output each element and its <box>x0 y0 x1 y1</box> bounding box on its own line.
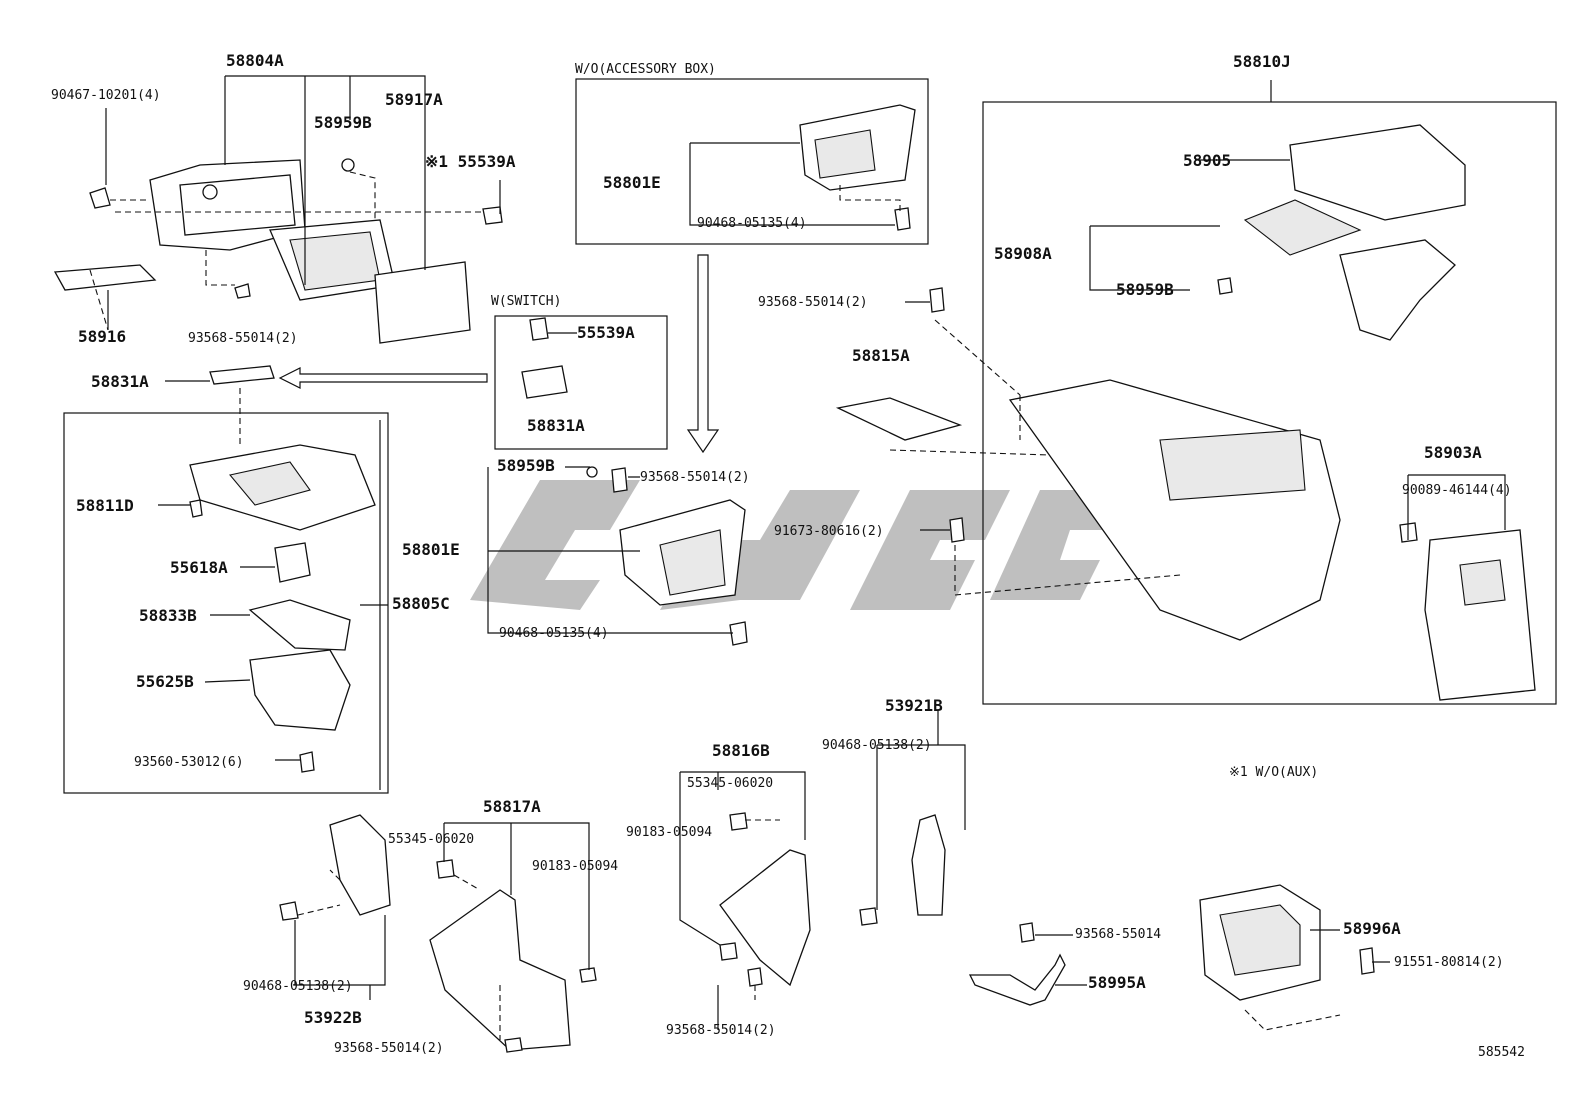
label-58833b: 58833B <box>139 606 197 625</box>
label-91551: 91551-80814(2) <box>1394 955 1504 970</box>
part-58804a <box>53 158 503 344</box>
label-90468-05135-top: 90468-05135(4) <box>697 216 807 231</box>
part-58805c-group <box>189 444 376 773</box>
label-58831a-left: 58831A <box>91 372 149 391</box>
box-58805c <box>63 412 389 794</box>
label-figure-id: 585542 <box>1478 1045 1525 1060</box>
label-93568-b2: 93568-55014(2) <box>666 1023 776 1038</box>
label-93568-right: 93568-55014(2) <box>758 295 868 310</box>
part-58831a-sw <box>521 365 568 399</box>
label-55618a: 55618A <box>170 558 228 577</box>
box-w-switch <box>494 315 668 450</box>
label-90183-r: 90183-05094 <box>626 825 712 840</box>
label-footnote: ※1 W/O(AUX) <box>1229 765 1318 780</box>
label-58903a: 58903A <box>1424 443 1482 462</box>
label-58816b: 58816B <box>712 741 770 760</box>
label-58959b-top: 58959B <box>314 113 372 132</box>
label-58801e-top: 58801E <box>603 173 661 192</box>
label-55539a-top: ※1 55539A <box>425 152 516 171</box>
label-58810j: 58810J <box>1233 52 1291 71</box>
label-58905: 58905 <box>1183 151 1231 170</box>
part-58801e-top <box>799 104 916 231</box>
part-58817a <box>429 859 597 1053</box>
label-90468-05138-r: 90468-05138(2) <box>822 738 932 753</box>
label-55345-r: 55345-06020 <box>687 776 773 791</box>
part-58801e-mid <box>586 466 748 646</box>
part-58816b <box>719 812 811 987</box>
label-53921b: 53921B <box>885 696 943 715</box>
label-90467: 90467-10201(4) <box>51 88 161 103</box>
part-53921b <box>859 814 946 926</box>
label-58959b-right: 58959B <box>1116 280 1174 299</box>
label-90468-05135-mid: 90468-05135(4) <box>499 626 609 641</box>
box-58810j <box>982 101 1557 705</box>
label-58817a: 58817A <box>483 797 541 816</box>
label-93568-mid: 93568-55014(2) <box>640 470 750 485</box>
part-58995a <box>968 922 1066 1006</box>
label-58995a: 58995A <box>1088 973 1146 992</box>
label-55625b: 55625B <box>136 672 194 691</box>
arrow-down <box>686 254 720 454</box>
label-93568-b1: 93568-55014(2) <box>334 1041 444 1056</box>
part-58996a <box>1199 884 1375 1001</box>
label-55345-l: 55345-06020 <box>388 832 474 847</box>
labels: 58804A 90467-10201(4) 58959B 58917A ※1 5… <box>51 51 1525 1060</box>
label-58805c: 58805C <box>392 594 450 613</box>
watermark-logo <box>470 480 1130 610</box>
label-58815a: 58815A <box>852 346 910 365</box>
part-55539a-sw <box>529 317 549 341</box>
label-53922b: 53922B <box>304 1008 362 1027</box>
label-93560: 93560-53012(6) <box>134 755 244 770</box>
arrow-left <box>278 367 488 389</box>
label-58831a-sw: 58831A <box>527 416 585 435</box>
label-58804a: 58804A <box>226 51 284 70</box>
label-93568-55014: 93568-55014 <box>1075 927 1161 942</box>
part-58810j-group <box>1008 124 1536 701</box>
part-58831a <box>209 365 275 385</box>
label-90089: 90089-46144(4) <box>1402 483 1512 498</box>
part-58815a <box>835 397 963 441</box>
label-w-switch: W(SWITCH) <box>491 294 561 309</box>
part-53922b <box>279 814 391 921</box>
label-58801e-mid: 58801E <box>402 540 460 559</box>
label-55539a-sw: 55539A <box>577 323 635 342</box>
label-93568-top: 93568-55014(2) <box>188 331 298 346</box>
label-58917a: 58917A <box>385 90 443 109</box>
label-58916: 58916 <box>78 327 126 346</box>
label-58811d: 58811D <box>76 496 134 515</box>
label-91673: 91673-80616(2) <box>774 524 884 539</box>
label-wo-accessory: W/O(ACCESSORY BOX) <box>575 62 716 77</box>
label-90468-05138-l: 90468-05138(2) <box>243 979 353 994</box>
label-58996a: 58996A <box>1343 919 1401 938</box>
label-58959b-mid: 58959B <box>497 456 555 475</box>
label-58908a: 58908A <box>994 244 1052 263</box>
box-wo-accessory <box>575 78 929 245</box>
label-90183-l: 90183-05094 <box>532 859 618 874</box>
